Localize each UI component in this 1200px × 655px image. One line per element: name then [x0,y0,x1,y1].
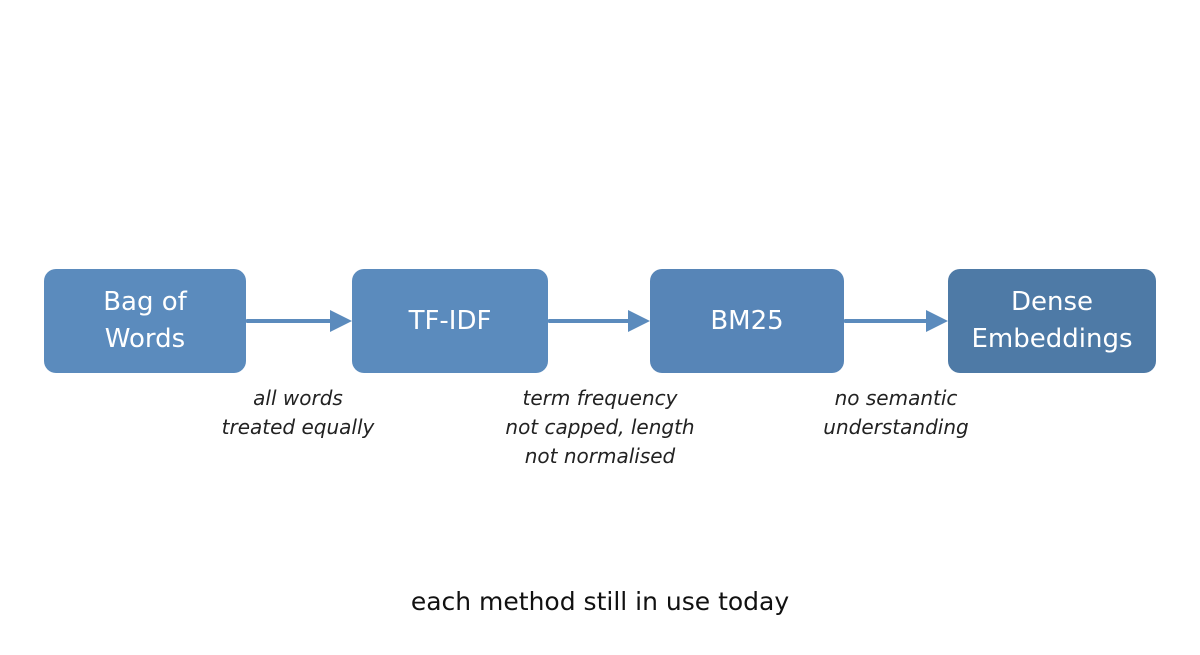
node-bm25: BM25 [650,269,844,373]
node-dense-embeddings: Dense Embeddings [948,269,1156,373]
node-tf-idf-label: TF-IDF [408,305,492,336]
node-dense-embeddings-label: Dense Embeddings [971,287,1133,354]
caption: each method still in use today [410,587,790,616]
node-bm25-label: BM25 [710,305,784,336]
arrow-tfidf-to-bm25-shaft [548,319,630,323]
edge-note-tfidf-to-bm25: term frequency not capped, length not no… [505,386,695,468]
node-bag-of-words: Bag of Words [44,269,246,373]
edge-note-bag-to-tfidf: all words treated equally [221,386,375,439]
arrow-tfidf-to-bm25-head [628,310,650,332]
arrow-bag-to-tfidf-head [330,310,352,332]
arrow-bm25-to-dense-shaft [844,319,928,323]
arrow-bag-to-tfidf-shaft [246,319,332,323]
node-tf-idf: TF-IDF [352,269,548,373]
node-bag-of-words-label: Bag of Words [103,287,187,354]
edge-note-bm25-to-dense: no semantic understanding [823,386,969,439]
arrow-bm25-to-dense-head [926,310,948,332]
